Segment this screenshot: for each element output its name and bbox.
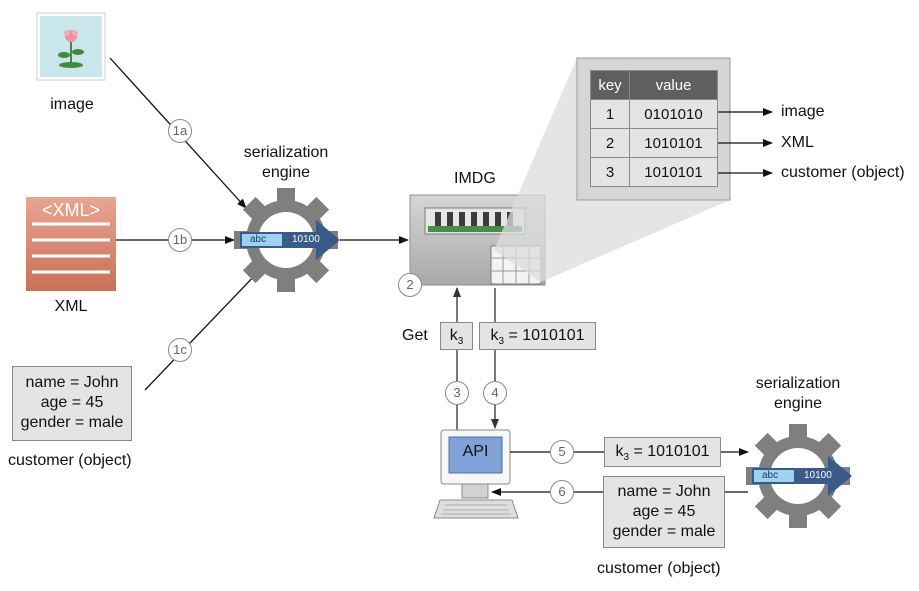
- get-key-subscript: 3: [457, 336, 464, 347]
- engine-bottom-input-label: abc: [762, 470, 779, 481]
- table-row: 1 0101010: [590, 99, 718, 129]
- engine-top-input-label: abc: [250, 234, 267, 245]
- step-3-badge: 3: [445, 381, 469, 405]
- table-cell-key: 1: [590, 99, 630, 129]
- computer-icon: [433, 429, 519, 519]
- api-label: API: [462, 443, 489, 460]
- table-cell-value: 1010101: [629, 157, 718, 187]
- table-cell-value: 1010101: [629, 128, 718, 158]
- get-key-text: k: [449, 327, 458, 344]
- serialization-engine-bottom-gear-icon: [746, 424, 852, 528]
- imdg-label: IMDG: [454, 170, 496, 187]
- key-value-table: key value 1 0101010 2 1010101 3 1010101: [590, 70, 718, 187]
- get-key-box: k3: [440, 322, 473, 350]
- image-label: image: [50, 96, 94, 113]
- table-cell-key: 3: [590, 157, 630, 187]
- get-response-key: k: [490, 327, 499, 344]
- xml-label: XML: [54, 298, 88, 315]
- engine-bottom-label-line1: serialization: [755, 375, 841, 392]
- engine-top-label-line2: engine: [261, 164, 311, 181]
- step5-response-box: k3 = 1010101: [604, 437, 721, 467]
- row-target-label: image: [781, 103, 825, 120]
- step-2-badge: 2: [398, 273, 422, 297]
- table-cell-key: 2: [590, 128, 630, 158]
- step5-key-subscript: 3: [623, 452, 630, 463]
- step6-line: age = 45: [632, 503, 696, 520]
- table-header-key: key: [590, 70, 630, 100]
- customer-input-line: age = 45: [40, 394, 104, 411]
- xml-icon: [26, 197, 116, 291]
- engine-bottom-label-line2: engine: [773, 395, 823, 412]
- row-target-label: customer (object): [781, 164, 905, 181]
- arrow-1c: [144, 271, 259, 391]
- step-6-badge: 6: [550, 480, 574, 504]
- step6-object-box: name = John age = 45 gender = male: [603, 476, 725, 548]
- xml-icon-text: <XML>: [41, 200, 101, 220]
- get-response-box: k3 = 1010101: [479, 322, 596, 350]
- engine-top-label-line1: serialization: [243, 144, 329, 161]
- customer-input-line: gender = male: [20, 414, 124, 431]
- customer-input-line: name = John: [25, 374, 119, 391]
- step-1a-badge: 1a: [168, 119, 192, 143]
- result-label: customer (object): [597, 560, 721, 577]
- step-4-badge: 4: [483, 381, 507, 405]
- step6-line: gender = male: [612, 523, 716, 540]
- table-row: 2 1010101: [590, 128, 718, 158]
- serialization-engine-gear-icon: [234, 188, 340, 292]
- engine-bottom-output-label: 10100: [804, 470, 832, 481]
- table-cell-value: 0101010: [629, 99, 718, 129]
- table-header-row: key value: [590, 70, 718, 100]
- get-response-value: = 1010101: [508, 327, 585, 344]
- engine-top-output-label: 10100: [292, 234, 320, 245]
- row-target-label: XML: [781, 134, 814, 151]
- step6-line: name = John: [617, 483, 711, 500]
- step-5-badge: 5: [550, 440, 574, 464]
- step5-value: = 1010101: [633, 443, 710, 460]
- image-icon: [36, 12, 106, 81]
- table-header-value: value: [629, 70, 718, 100]
- customer-input-label: customer (object): [8, 452, 132, 469]
- get-response-key-subscript: 3: [498, 336, 505, 347]
- customer-input-box: name = John age = 45 gender = male: [12, 366, 132, 441]
- get-verb-label: Get: [402, 327, 428, 344]
- step-1b-badge: 1b: [168, 228, 192, 252]
- table-row: 3 1010101: [590, 157, 718, 187]
- step5-key: k: [615, 443, 624, 460]
- step-1c-badge: 1c: [168, 338, 192, 362]
